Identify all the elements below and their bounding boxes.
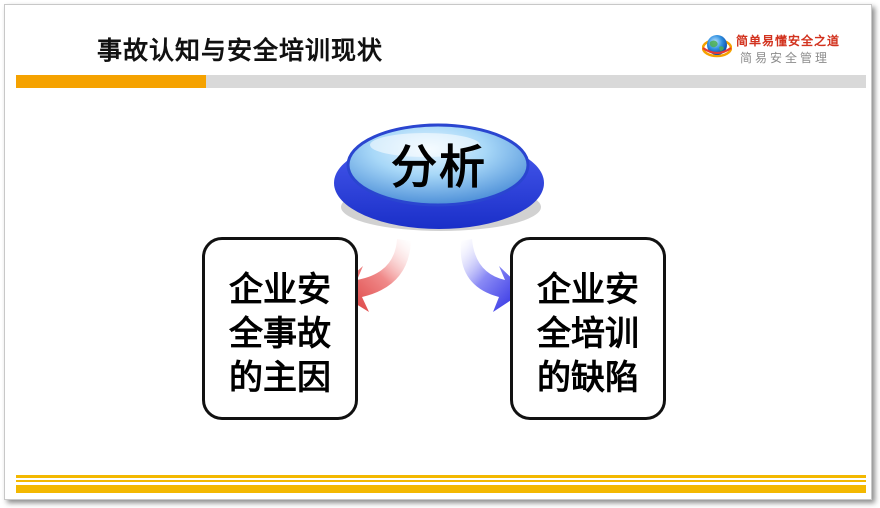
arrow-right [460, 239, 525, 312]
diagram-graphics [334, 123, 544, 312]
defect-box: 企业安 全培训 的缺陷 [510, 237, 666, 420]
hub-highlight [370, 133, 480, 157]
defect-line-1: 企业安 [537, 270, 639, 310]
header-divider [16, 75, 866, 88]
logo: 简单易懂安全之道 简易安全管理 [702, 31, 852, 69]
footer-bars [16, 475, 866, 495]
footer-bar-2 [16, 480, 866, 482]
analysis-diagram: 分析 企业安 全事故 的主因 企业安 全培训 的缺陷 [5, 5, 871, 499]
logo-subtitle: 简易安全管理 [740, 51, 831, 65]
globe-icon [702, 35, 732, 58]
footer-bar-3 [16, 485, 866, 493]
divider-track [206, 75, 866, 88]
hub-label: 分析 [391, 140, 487, 194]
cause-box: 企业安 全事故 的主因 [202, 237, 358, 420]
defect-line-3: 的缺陷 [537, 358, 639, 398]
divider-accent [16, 75, 206, 88]
defect-line-2: 全培训 [537, 314, 639, 354]
page-title: 事故认知与安全培训现状 [97, 36, 384, 65]
logo-slogan: 简单易懂安全之道 [736, 34, 841, 48]
slide: 事故认知与安全培训现状 简单易懂安全之道 简易安全管理 [4, 4, 872, 500]
footer-bar-1 [16, 475, 866, 478]
cause-line-1: 企业安 [229, 270, 331, 310]
cause-line-2: 全事故 [229, 314, 331, 354]
cause-line-3: 的主因 [229, 358, 331, 398]
